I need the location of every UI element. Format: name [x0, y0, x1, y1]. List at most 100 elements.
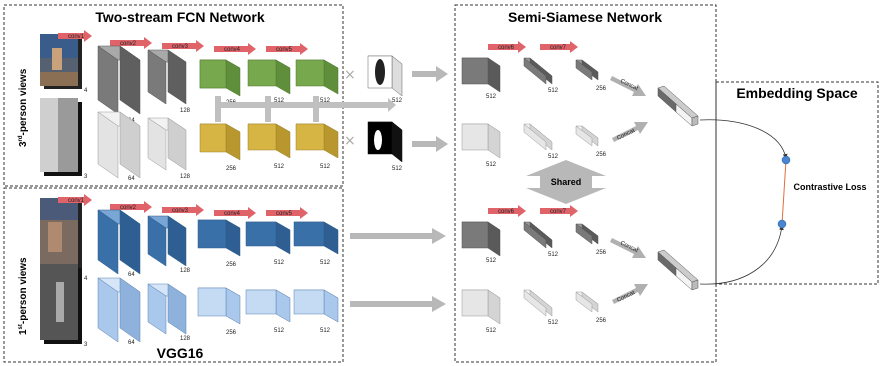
first-person-label: 1st-person views [18, 257, 29, 335]
feature-block-conv5: 512 [245, 289, 291, 334]
fcn-title: Two-stream FCN Network [95, 9, 265, 25]
first-person-gray-input: 3 [40, 264, 88, 348]
input-channels-label: 3 [84, 342, 88, 348]
feature-block-conv5: 512 [247, 59, 291, 104]
row-third-rgb: 64 128 256 512 512 [97, 45, 339, 124]
svg-text:512: 512 [548, 320, 559, 326]
flow-arrow [412, 66, 448, 82]
input-channels-label: 3 [84, 174, 88, 180]
svg-text:512: 512 [392, 166, 403, 172]
feature-block-conv5b: 512 [295, 123, 339, 170]
feature-block-conv4: 256 [199, 59, 241, 106]
siamese-block: 512 [461, 57, 501, 100]
embedding-frame [715, 81, 879, 285]
feature-block-conv5b: 512 [295, 59, 339, 104]
conv1-label: conv1 [68, 34, 85, 40]
siamese-upper-dark: 512 512 256 [461, 57, 607, 100]
silhouette-mask-light: 512 [367, 55, 403, 104]
conv1-label: conv1 [68, 198, 85, 204]
shared-label: Shared [551, 177, 582, 187]
feature-block-conv5: 512 [247, 123, 291, 170]
feature-block-conv3: 128 [147, 283, 191, 342]
svg-text:512: 512 [320, 328, 331, 334]
feature-block-conv2: 64 [97, 277, 141, 346]
svg-text:512: 512 [274, 98, 285, 104]
siamese-block: 512 [523, 221, 559, 258]
svg-text:128: 128 [180, 268, 191, 274]
siamese-upper-light: 512 512 256 [461, 123, 607, 168]
siamese-block: 256 [575, 59, 607, 92]
semi-siamese-title: Semi-Siamese Network [508, 9, 662, 25]
svg-text:128: 128 [180, 336, 191, 342]
shared-arrow: Shared [526, 160, 606, 204]
feature-block-conv4: 256 [199, 123, 241, 172]
feature-block-conv3: 128 [147, 49, 191, 114]
siamese-block: 512 [461, 123, 501, 168]
svg-text:64: 64 [128, 340, 135, 346]
svg-text:512: 512 [548, 252, 559, 258]
svg-text:512: 512 [486, 258, 497, 264]
row-third-gray: 64 128 256 512 512 [97, 111, 339, 182]
concat-label: Concat [616, 290, 636, 304]
loss-line [781, 159, 787, 225]
conv3-label: conv3 [172, 44, 189, 50]
conv4-label: conv4 [224, 47, 241, 53]
conv3-label: conv3 [172, 208, 189, 214]
conv4-label: conv4 [224, 211, 241, 217]
svg-text:256: 256 [596, 318, 607, 324]
conv5-label: conv5 [276, 211, 293, 217]
input-channels-label: 4 [84, 276, 88, 282]
row-first-gray: 64 128 256 512 512 [97, 277, 339, 346]
svg-text:512: 512 [392, 98, 403, 104]
siamese-block: 512 [461, 289, 501, 334]
embedding-node [781, 155, 791, 165]
feature-block-conv5b: 512 [293, 221, 339, 266]
first-person-rgb-input: 4 [40, 198, 88, 282]
multiply-icon: × [344, 133, 356, 149]
conv2-label: conv2 [120, 205, 137, 211]
third-person-gray-input: 3 [40, 98, 88, 180]
embedding-curves [699, 119, 791, 285]
concat-label: Concat [616, 128, 636, 142]
conv6-label: conv6 [498, 209, 515, 215]
siamese-block: 256 [575, 223, 607, 256]
semi-siamese-frame [454, 4, 717, 363]
siamese-block: 256 [575, 291, 607, 324]
feature-block-conv3: 128 [147, 117, 191, 180]
embedding-vector-bottom [657, 249, 699, 291]
feature-block-conv4: 256 [197, 287, 241, 336]
feature-block-conv5: 512 [245, 221, 291, 266]
conv2-label: conv2 [120, 41, 137, 47]
siamese-conv-arrows-top: conv6 conv7 [488, 41, 578, 53]
siamese-block: 256 [575, 125, 607, 158]
multiply-icon: × [344, 67, 356, 83]
vgg-frame [3, 187, 344, 363]
svg-text:64: 64 [128, 272, 135, 278]
svg-text:256: 256 [226, 166, 237, 172]
conv7-label: conv7 [550, 45, 567, 51]
siamese-block: 512 [523, 289, 559, 326]
svg-text:512: 512 [548, 88, 559, 94]
flow-arrow [350, 296, 446, 312]
svg-text:256: 256 [596, 152, 607, 158]
conv7-label: conv7 [550, 209, 567, 215]
embedding-title: Embedding Space [736, 85, 858, 101]
conv-arrows-third: conv1 conv2 conv3 conv4 conv5 [58, 30, 308, 55]
svg-text:256: 256 [226, 262, 237, 268]
embedding-vector-top [657, 85, 699, 127]
feature-block-conv2: 64 [97, 209, 141, 278]
feature-block-conv4: 256 [197, 219, 241, 268]
third-person-rgb-input: 4 [40, 34, 88, 94]
conv-arrows-first: conv1 conv2 conv3 conv4 conv5 [58, 194, 308, 219]
svg-text:256: 256 [226, 330, 237, 336]
svg-text:512: 512 [486, 328, 497, 334]
siamese-lower-dark: 512 512 256 [461, 221, 607, 264]
svg-text:128: 128 [180, 174, 191, 180]
feature-block-conv2: 64 [97, 111, 141, 182]
siamese-block: 512 [461, 221, 501, 264]
embedding-node [777, 219, 787, 229]
svg-text:512: 512 [486, 94, 497, 100]
silhouette-mask-dark: 512 [367, 121, 403, 172]
conv6-label: conv6 [498, 45, 515, 51]
